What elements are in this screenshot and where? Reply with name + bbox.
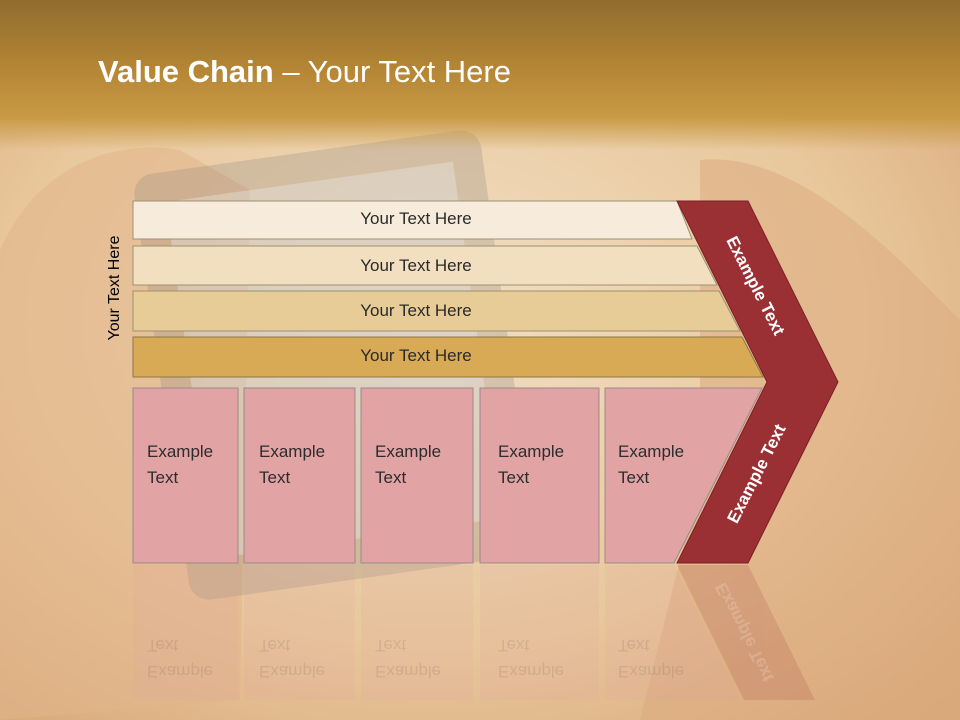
bar-1-label: Your Text Here: [360, 209, 472, 228]
activity-box-3: [360, 387, 474, 564]
activity-box-1-reflection: Example Text: [147, 636, 214, 681]
bar-4: [132, 336, 764, 378]
bar-3: [132, 290, 741, 332]
bar-2: [132, 245, 718, 286]
slide-title: Value Chain – Your Text Here: [98, 52, 511, 92]
activity-box-5: [604, 387, 763, 564]
activity-box-1: [132, 387, 239, 564]
activity-box-5-reflection: Example Text: [618, 636, 685, 681]
bar-2-label: Your Text Here: [360, 256, 472, 275]
bar-1: [132, 200, 693, 240]
activity-box-5-label: Example Text: [618, 442, 685, 487]
activity-box-4: [479, 387, 600, 564]
activity-box-1-label: Example Text: [147, 442, 214, 487]
activity-box-3-label: Example Text: [375, 442, 442, 487]
activity-box-4-reflection: Example Text: [498, 636, 565, 681]
activity-box-2-label: Example Text: [259, 442, 326, 487]
activity-box-4-label: Example Text: [498, 442, 565, 487]
title-bold-part: Value Chain: [98, 54, 274, 89]
margin-chevron: [676, 200, 839, 564]
reflection: [133, 565, 815, 700]
title-bar: [0, 0, 960, 150]
side-label-text: Your Text Here: [106, 235, 123, 341]
activity-box-3-reflection: Example Text: [375, 636, 442, 681]
activity-box-2: [243, 387, 356, 564]
title-rest-part: – Your Text Here: [273, 54, 511, 89]
bar-4-label: Your Text Here: [360, 346, 472, 365]
bar-3-label: Your Text Here: [360, 301, 472, 320]
activity-box-2-reflection: Example Text: [259, 636, 326, 681]
